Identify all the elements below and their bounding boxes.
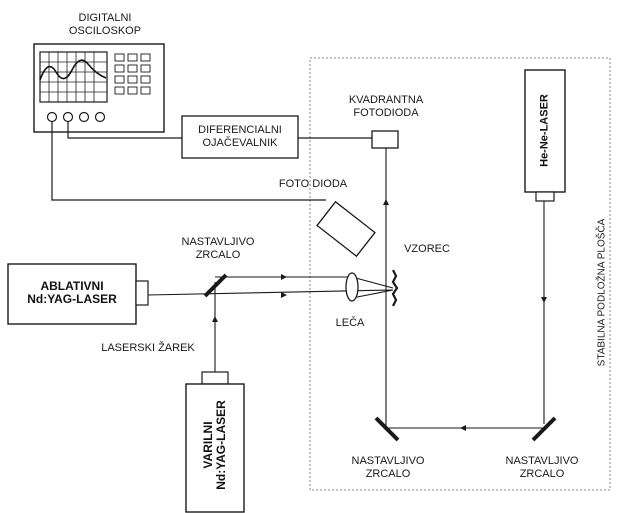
sample: [391, 269, 399, 307]
oscilloscope-label: DIGITALNI OSCILOSKOP: [50, 12, 160, 38]
ablation-laser-label: ABLATIVNI Nd:YAG-LASER: [8, 280, 136, 306]
lens: [345, 272, 359, 302]
mirror-top-label: NASTAVLJIVO ZRCALO: [168, 236, 268, 262]
stable-table-label: STABILNA PODLOŽNA PLOŠČA: [596, 193, 609, 393]
oscilloscope-label-line1: DIGITALNI: [78, 12, 132, 24]
mirror-bottom-right-label: NASTAVLJIVO ZRCALO: [494, 455, 590, 481]
mirror-bottom-left-label: NASTAVLJIVO ZRCALO: [340, 455, 436, 481]
ablation-laser-label-line2: Nd:YAG-LASER: [27, 292, 117, 306]
diff-amp-label-line2: OJAČEVALNIK: [202, 137, 278, 149]
photodiode: [316, 200, 376, 258]
diff-amp-label-line1: DIFERENCIALNI: [198, 124, 282, 136]
welding-laser: [185, 371, 245, 513]
photodiode-label-text: FOTO DIODA: [278, 178, 348, 190]
stable-table-label-text: STABILNA PODLOŽNA PLOŠČA: [596, 218, 608, 367]
lens-label: LEČA: [328, 317, 372, 330]
hene-laser-label-text: He-Ne-LASER: [538, 94, 551, 167]
quadrant-photodiode-label: KVADRANTNA FOTODIODA: [340, 94, 432, 120]
quad-pd-label-line1: KVADRANTNA: [348, 94, 424, 106]
oscilloscope-buttons: [114, 53, 151, 95]
ablation-laser: [7, 263, 149, 325]
oscilloscope-label-line2: OSCILOSKOP: [68, 25, 142, 37]
sample-label: VZOREC: [392, 243, 462, 256]
photodiode-label: FOTO DIODA: [268, 178, 358, 191]
oscilloscope-inputs: [46, 111, 106, 123]
differential-amplifier-label: DIFERENCIALNI OJAČEVALNIK: [182, 124, 298, 150]
mirror-bl-label-line2: ZRCALO: [365, 468, 411, 480]
hene-laser: [524, 69, 566, 202]
cables: [51, 121, 372, 201]
mirror-br-label-line2: ZRCALO: [519, 468, 565, 480]
quad-pd-label-line2: FOTODIODA: [353, 107, 419, 119]
stable-table-outline: [309, 57, 611, 491]
differential-amplifier-box: [181, 115, 299, 159]
oscilloscope-trace: [39, 59, 107, 81]
lens-label-text: LEČA: [335, 317, 365, 329]
mirrors: [203, 273, 557, 442]
ablation-laser-label-line1: ABLATIVNI: [40, 279, 104, 293]
sample-label-text: VZOREC: [404, 243, 450, 255]
mirror-br-label-line1: NASTAVLJIVO: [505, 455, 579, 467]
mirror-bl-label-line1: NASTAVLJIVO: [351, 455, 425, 467]
hene-laser-label: He-Ne-LASER: [539, 81, 552, 181]
mirror-top-label-line2: ZRCALO: [195, 249, 241, 261]
quadrant-photodiode: [371, 130, 399, 149]
oscilloscope: [33, 43, 165, 133]
welding-laser-label: VARILNI Nd:YAG-LASER: [201, 381, 228, 509]
welding-laser-label-line2: Nd:YAG-LASER: [214, 400, 228, 490]
laser-beam-label-text: LASERSKI ŽAREK: [101, 342, 195, 354]
laser-beam-label: LASERSKI ŽAREK: [88, 342, 208, 355]
beam-arrows: [212, 199, 547, 431]
mirror-top-label-line1: NASTAVLJIVO: [181, 236, 255, 248]
